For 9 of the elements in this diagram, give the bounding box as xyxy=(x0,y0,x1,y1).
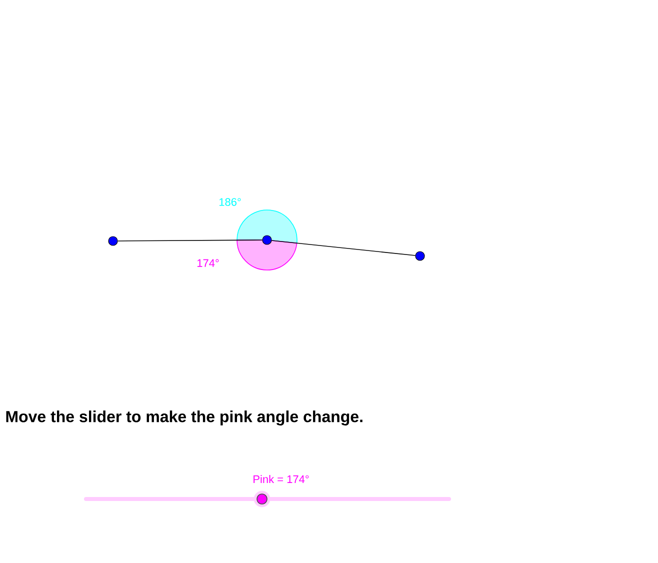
point xyxy=(108,236,118,246)
point xyxy=(415,251,425,261)
angle-label: 186° xyxy=(219,198,241,206)
instruction-text: Move the slider to make the pink angle change. xyxy=(6,410,362,426)
line-segment xyxy=(117,240,263,242)
point xyxy=(262,235,272,245)
angle-label: 174° xyxy=(197,259,219,267)
line-segment xyxy=(271,240,416,256)
slider-label: Pink = 174° xyxy=(254,475,309,483)
